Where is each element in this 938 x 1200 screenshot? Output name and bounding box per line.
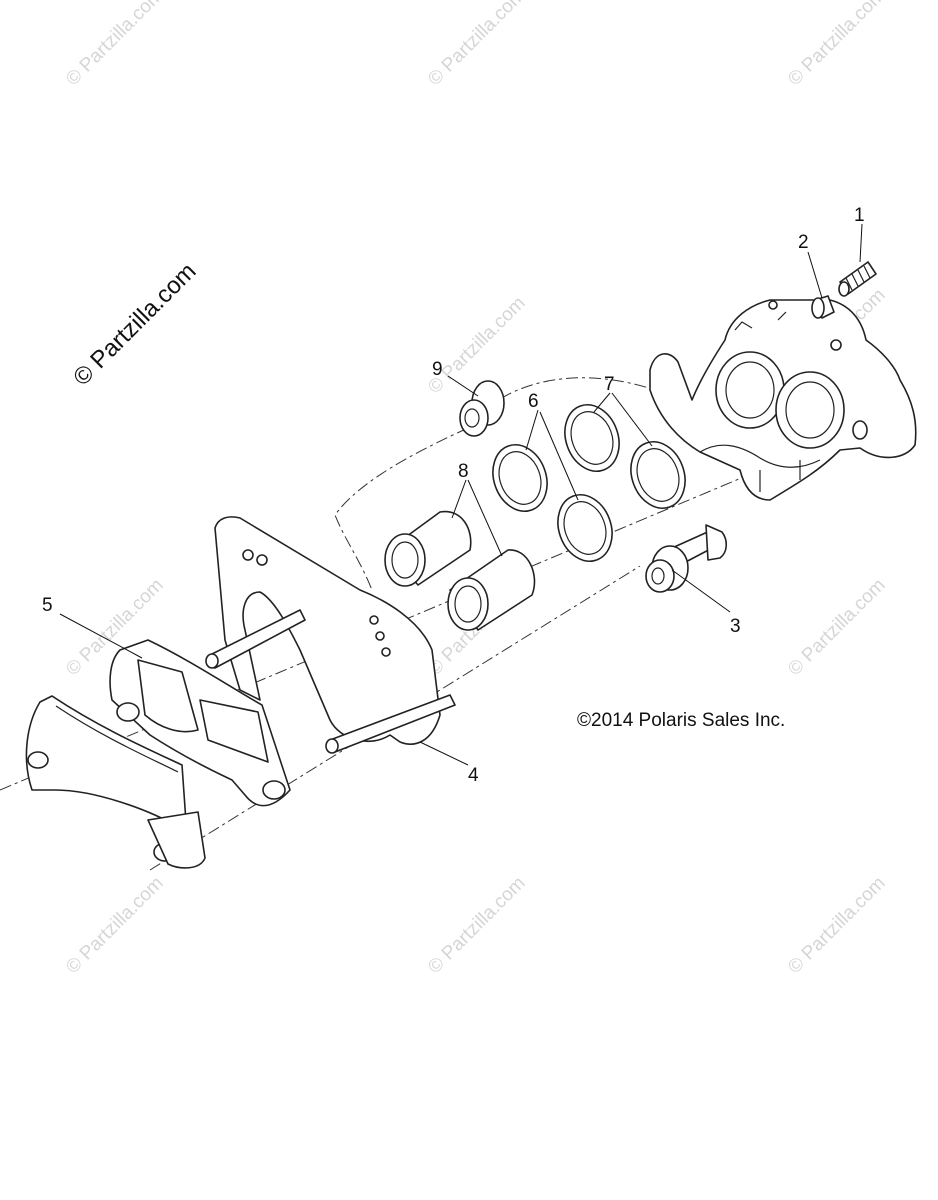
callout-8: 8 (458, 461, 469, 482)
callout-7: 7 (604, 374, 615, 395)
leader-lines (59, 223, 863, 766)
piston-seal-pair-outer (564, 404, 686, 509)
brake-piston-right (447, 549, 536, 631)
brake-pad-outer (109, 639, 291, 807)
caliper-housing (649, 299, 917, 501)
copyright-notice: ©2014 Polaris Sales Inc. (577, 710, 786, 731)
caliper-boot (459, 380, 505, 437)
bleeder-screw (838, 261, 877, 297)
callout-9: 9 (432, 359, 443, 380)
callout-3: 3 (730, 616, 741, 637)
callout-5: 5 (42, 595, 53, 616)
brake-piston-left (384, 510, 472, 587)
callouts: 1 2 3 4 5 6 7 8 9 (42, 205, 865, 786)
callout-6: 6 (528, 391, 539, 412)
bleeder-cap (811, 295, 835, 319)
caliper-pin-bolt (645, 524, 728, 593)
callout-1: 1 (854, 205, 865, 226)
caliper-bracket (205, 516, 456, 754)
brake-pad-inner (25, 695, 206, 869)
callout-2: 2 (798, 232, 809, 253)
callout-4: 4 (468, 765, 479, 786)
piston-seal-pair (492, 444, 613, 562)
